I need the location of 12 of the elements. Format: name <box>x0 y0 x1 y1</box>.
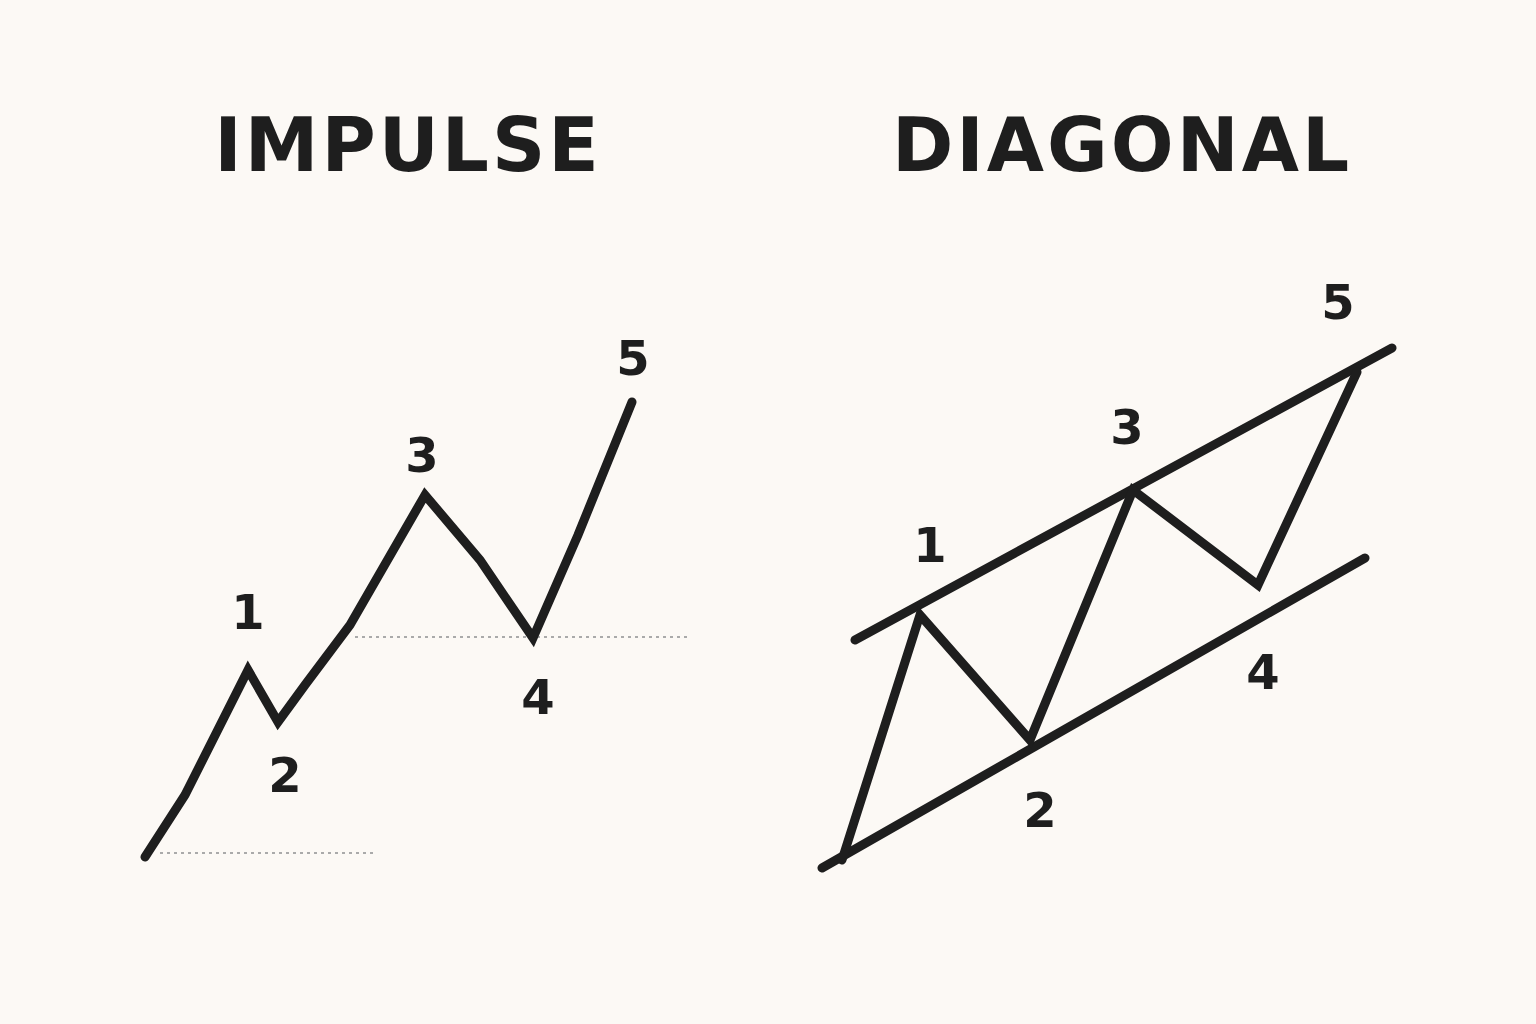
wave-number: 1 <box>913 517 947 573</box>
wave-number: 1 <box>231 584 265 640</box>
wave-number: 4 <box>1246 644 1280 700</box>
wave-number: 2 <box>1023 782 1057 838</box>
wave-number: 5 <box>616 330 650 386</box>
wave-number: 2 <box>268 747 302 803</box>
wave-number: 3 <box>1110 399 1144 455</box>
wave-number: 4 <box>521 669 555 725</box>
heading: IMPULSE <box>214 102 602 188</box>
wave-number: 5 <box>1321 274 1355 330</box>
wave-number: 3 <box>405 427 439 483</box>
heading: DIAGONAL <box>891 102 1353 188</box>
